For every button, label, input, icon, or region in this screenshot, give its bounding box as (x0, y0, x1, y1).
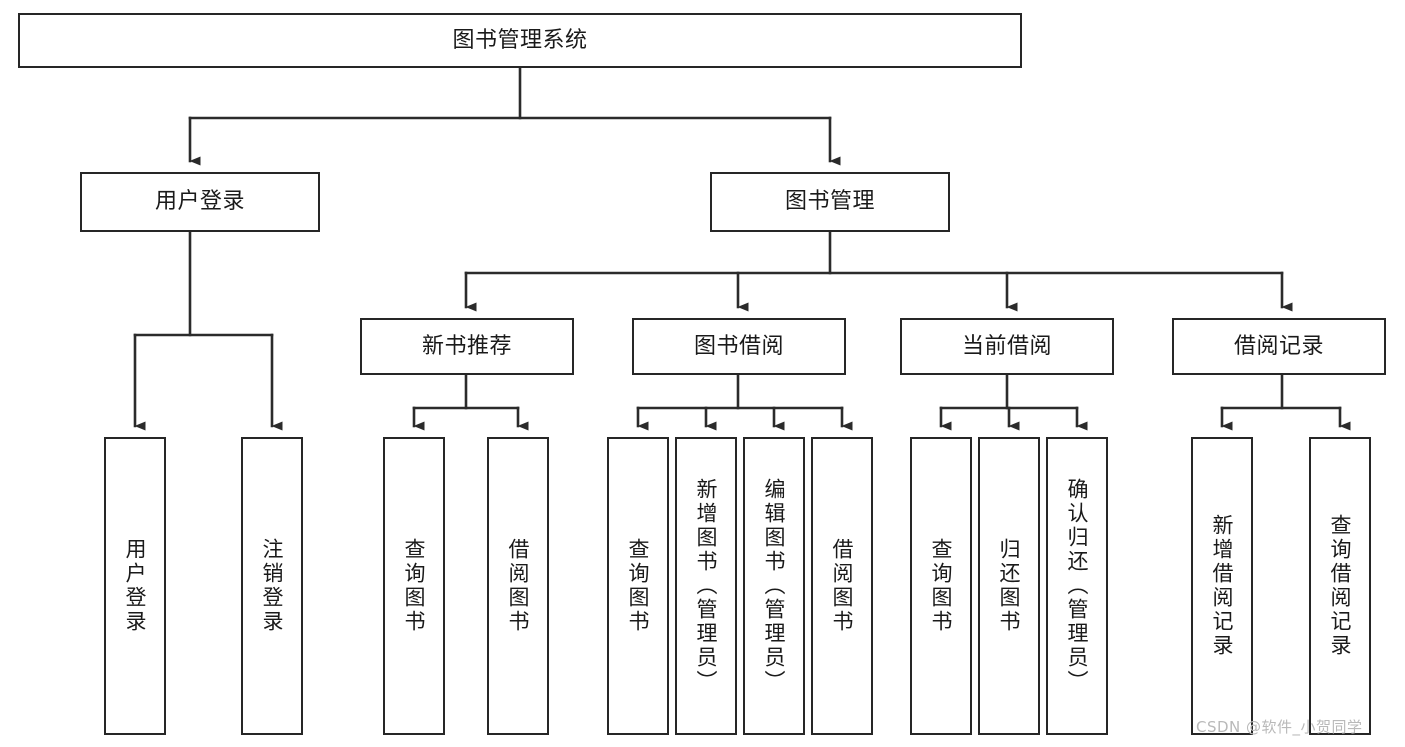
leaf-current-borrow-0[interactable]: 查询图书 (910, 437, 972, 735)
leaf-borrow-record-0[interactable]: 新增借阅记录 (1191, 437, 1253, 735)
leaf-label: 新增图书（管理员） (694, 478, 718, 694)
node-user-login-label: 用户登录 (154, 189, 245, 215)
leaf-current-borrow-1[interactable]: 归还图书 (978, 437, 1040, 735)
leaf-book-borrow-1[interactable]: 新增图书（管理员） (675, 437, 737, 735)
node-book-borrow[interactable]: 图书借阅 (632, 318, 846, 375)
node-borrow-record-label: 借阅记录 (1233, 333, 1324, 359)
leaf-user-login-1[interactable]: 注销登录 (241, 437, 303, 735)
leaf-new-book-0[interactable]: 查询图书 (383, 437, 445, 735)
leaf-new-book-1[interactable]: 借阅图书 (487, 437, 549, 735)
leaf-label: 确认归还（管理员） (1065, 478, 1089, 694)
node-book-manage[interactable]: 图书管理 (710, 172, 950, 232)
leaf-label: 查询图书 (929, 538, 953, 634)
node-borrow-record[interactable]: 借阅记录 (1172, 318, 1386, 375)
node-new-book-recommend-label: 新书推荐 (421, 333, 512, 359)
leaf-book-borrow-3[interactable]: 借阅图书 (811, 437, 873, 735)
node-book-manage-label: 图书管理 (784, 189, 875, 215)
leaf-label: 查询借阅记录 (1328, 514, 1352, 658)
leaf-label: 借阅图书 (506, 538, 530, 634)
leaf-book-borrow-0[interactable]: 查询图书 (607, 437, 669, 735)
leaf-label: 编辑图书（管理员） (762, 478, 786, 694)
leaf-label: 查询图书 (402, 538, 426, 634)
node-user-login[interactable]: 用户登录 (80, 172, 320, 232)
leaf-label: 新增借阅记录 (1210, 514, 1234, 658)
leaf-label: 借阅图书 (830, 538, 854, 634)
leaf-label: 归还图书 (997, 538, 1021, 634)
leaf-book-borrow-2[interactable]: 编辑图书（管理员） (743, 437, 805, 735)
leaf-label: 用户登录 (123, 538, 147, 634)
node-current-borrow[interactable]: 当前借阅 (900, 318, 1114, 375)
node-root[interactable]: 图书管理系统 (18, 13, 1022, 68)
node-current-borrow-label: 当前借阅 (961, 333, 1052, 359)
leaf-user-login-0[interactable]: 用户登录 (104, 437, 166, 735)
leaf-label: 注销登录 (260, 538, 284, 634)
csdn-watermark: CSDN @软件_小贺同学 (1196, 718, 1363, 736)
node-new-book-recommend[interactable]: 新书推荐 (360, 318, 574, 375)
leaf-borrow-record-1[interactable]: 查询借阅记录 (1309, 437, 1371, 735)
leaf-current-borrow-2[interactable]: 确认归还（管理员） (1046, 437, 1108, 735)
leaf-label: 查询图书 (626, 538, 650, 634)
node-book-borrow-label: 图书借阅 (693, 333, 784, 359)
node-root-label: 图书管理系统 (452, 27, 588, 53)
